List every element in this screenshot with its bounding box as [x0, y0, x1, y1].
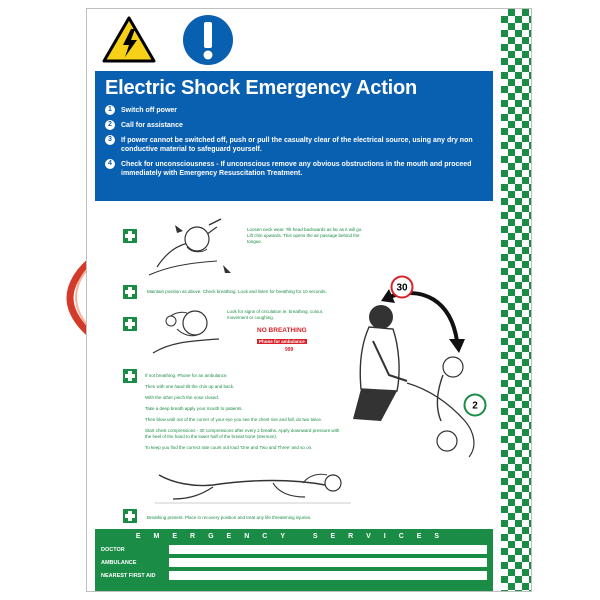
- step-number: 1: [105, 105, 115, 115]
- airway-head-tilt-illustration: [148, 218, 231, 276]
- step-number: 4: [105, 159, 115, 169]
- step-text: Call for assistance: [121, 122, 183, 129]
- step-item: 4 Check for unconsciousness - If unconsc…: [105, 159, 483, 178]
- checkered-border: [501, 9, 531, 591]
- emergency-row-label: NEAREST FIRST AID: [101, 572, 156, 579]
- compression-count-badge: 30: [390, 275, 414, 299]
- airway-instruction: Loosen neck wear. Tilt head backwards as…: [247, 227, 363, 244]
- step-text: Check for unconsciousness - If unconscio…: [121, 161, 472, 177]
- step-text: Switch off power: [121, 107, 177, 114]
- emergency-row-label: DOCTOR: [101, 546, 125, 553]
- first-aid-cross-icon: [123, 369, 137, 383]
- breathing-check-illustration: [152, 310, 220, 354]
- cpr-illustration: [353, 289, 475, 458]
- recovery-position-illustration: [155, 473, 351, 504]
- emergency-services-panel: EMERGENCY SERVICES DOCTOR AMBULANCE NEAR…: [95, 529, 493, 591]
- doctor-write-field: [169, 545, 487, 554]
- page-title: Electric Shock Emergency Action: [105, 77, 418, 99]
- emergency-row: DOCTOR: [101, 543, 487, 556]
- emergency-row: AMBULANCE: [101, 556, 487, 569]
- phone-ambulance-label: Phone for ambulance: [257, 339, 307, 344]
- step-item: 3 If power cannot be switched off, push …: [105, 135, 483, 154]
- emergency-number: 999: [285, 347, 294, 353]
- step-text: If power cannot be switched off, push or…: [121, 137, 473, 153]
- breath-count-badge: 2: [463, 393, 487, 417]
- step-number: 3: [105, 135, 115, 145]
- no-breathing-label: NO BREATHING: [257, 327, 307, 334]
- emergency-services-title: EMERGENCY SERVICES: [135, 533, 453, 540]
- ambulance-write-field: [169, 558, 487, 567]
- cpr-step: Start chest compressions - 30 compressio…: [145, 428, 340, 439]
- cpr-step: With the other pinch the nose closed.: [145, 395, 220, 400]
- step-item: 2 Call for assistance: [105, 120, 483, 130]
- cpr-step: Then with one hand tilt the chin up and …: [145, 384, 235, 389]
- cpr-steps: If not breathing. Phone for an ambulance…: [145, 373, 345, 451]
- cpr-step: If not breathing. Phone for an ambulance…: [145, 373, 228, 378]
- electric-hazard-icon: [102, 16, 156, 63]
- first-aid-cross-icon: [123, 229, 137, 243]
- cpr-step: Then blow until out of the corner of you…: [145, 417, 323, 422]
- poster: Electric Shock Emergency Action 1 Switch…: [86, 8, 532, 592]
- step-item: 1 Switch off power: [105, 105, 483, 115]
- compression-count: 30: [396, 283, 408, 294]
- first-aid-cross-icon: [123, 317, 137, 331]
- step-number: 2: [105, 120, 115, 130]
- emergency-row: NEAREST FIRST AID: [101, 569, 487, 582]
- cpr-step: To keep you find the correct rate count …: [145, 445, 313, 450]
- first-aid-cross-icon: [123, 509, 137, 523]
- breath-count: 2: [472, 401, 478, 412]
- circulation-instruction: Look for signs of circulation ie. breath…: [227, 309, 324, 320]
- first-aid-cross-icon: [123, 285, 137, 299]
- nearest-first-aid-write-field: [169, 571, 487, 580]
- cpr-step: Take a deep breath apply your mouth to p…: [145, 406, 243, 411]
- action-panel: Electric Shock Emergency Action 1 Switch…: [95, 71, 493, 201]
- mandatory-exclamation-icon: [183, 15, 233, 65]
- recovery-instruction: Breathing present. Place in recovery pos…: [147, 515, 312, 520]
- emergency-row-label: AMBULANCE: [101, 559, 137, 566]
- breathing-check-instruction: Maintain position as above. Check breath…: [147, 289, 327, 294]
